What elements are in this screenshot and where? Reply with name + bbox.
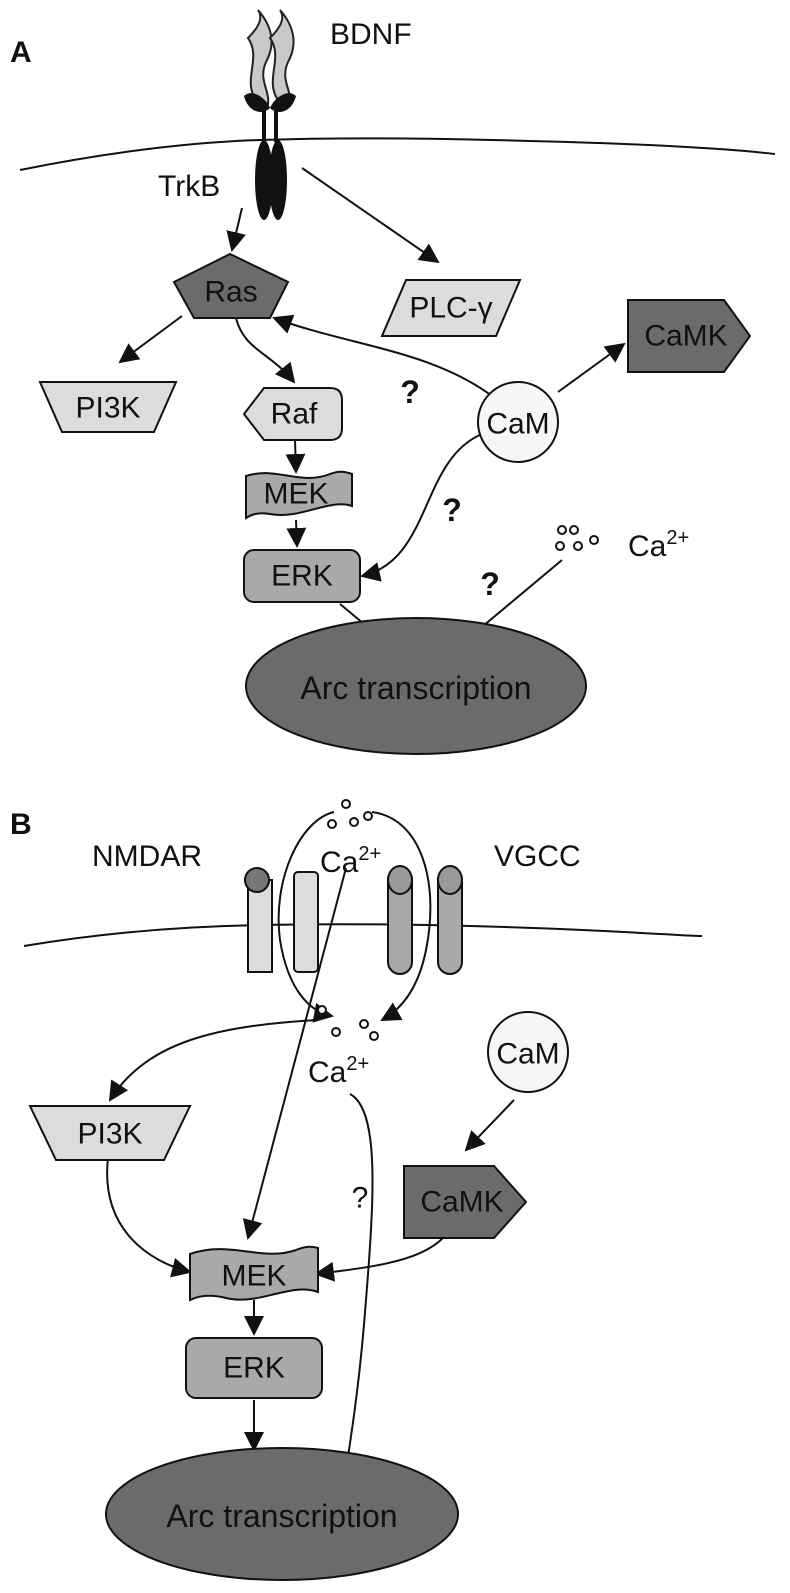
nmdar-channel-icon (244, 867, 319, 973)
calcium-label-outside: Ca2+ (320, 843, 381, 879)
erk-node-a: ERK (243, 549, 361, 603)
panel-a: A BDNF TrkB (10, 9, 776, 755)
arc-transcription-label-b: Arc transcription (166, 1498, 397, 1534)
bdnf-ligand-icon (246, 9, 295, 106)
raf-label: Raf (271, 398, 318, 431)
raf-node: Raf (242, 387, 343, 441)
pi3k-label-a: PI3K (75, 392, 140, 425)
erk-label-a: ERK (271, 560, 333, 593)
question-mark-ca-arc: ? (480, 566, 500, 602)
pi3k-node-b: PI3K (28, 1105, 192, 1161)
cell-membrane-a (19, 137, 776, 171)
calcium-ions-icon-inside (317, 1005, 379, 1041)
calcium-ions-icon-outside (327, 799, 373, 829)
cam-label-b: CaM (496, 1038, 559, 1071)
edge-trkb-plc (301, 167, 440, 264)
mek-label-b: MEK (221, 1260, 286, 1293)
calcium-label-a: Ca2+ (628, 527, 689, 563)
vgcc-channel-icon (387, 865, 463, 975)
trkb-receptor-icon (244, 93, 296, 220)
question-mark-cam-ras: ? (400, 374, 420, 410)
calcium-label-inside: Ca2+ (308, 1053, 369, 1089)
edge-cam-camk (464, 1099, 515, 1152)
pi3k-node-a: PI3K (38, 381, 178, 433)
edge-ca-arc (338, 1093, 374, 1472)
edge-ras-raf (235, 317, 296, 384)
erk-node-b: ERK (185, 1337, 323, 1399)
panel-a-letter: A (10, 36, 32, 69)
edge-vgcc-influx (371, 811, 432, 1021)
mek-node-b: MEK (189, 1245, 319, 1302)
trkb-label: TrkB (158, 170, 220, 203)
erk-label-b: ERK (223, 1352, 285, 1385)
edge-ca-pi3k (108, 1019, 317, 1102)
vgcc-label: VGCC (494, 840, 581, 873)
question-mark-ca-arc-b: ? (352, 1182, 369, 1215)
mek-label-a: MEK (263, 478, 328, 511)
mek-node-a: MEK (245, 470, 353, 520)
calcium-ions-icon-a (555, 525, 599, 551)
edge-mek-erk (286, 519, 307, 548)
cam-label-a: CaM (486, 408, 549, 441)
arc-transcription-label-a: Arc transcription (300, 670, 531, 706)
edge-cam-ras (272, 314, 493, 397)
ras-node: Ras (172, 252, 290, 319)
camk-node-b: CaMK (403, 1165, 528, 1239)
arc-transcription-node-b: Arc transcription (105, 1447, 459, 1581)
plc-gamma-label: PLC-γ (409, 292, 492, 325)
bdnf-label: BDNF (330, 18, 412, 51)
arc-transcription-node-a: Arc transcription (245, 617, 587, 755)
camk-label-a: CaMK (644, 320, 727, 353)
ras-label: Ras (204, 276, 257, 309)
pi3k-label-b: PI3K (77, 1118, 142, 1151)
camk-label-b: CaMK (420, 1186, 503, 1219)
cam-node-a: CaM (477, 381, 559, 463)
question-mark-cam-erk: ? (442, 492, 462, 528)
cell-membrane-b (23, 923, 703, 947)
panel-b: B NMDAR VGCC Ca2+ (10, 799, 703, 1581)
edge-pi3k-mek (106, 1157, 192, 1278)
edge-cam-camk (557, 342, 626, 393)
edge-trkb-ras (226, 207, 246, 252)
panel-b-letter: B (10, 808, 32, 841)
edge-ca-mek (242, 867, 347, 1240)
edge-cam-erk (360, 433, 483, 582)
edge-ras-pi3k (118, 315, 183, 364)
edge-raf-mek (285, 439, 306, 474)
camk-node-a: CaMK (627, 299, 752, 373)
cam-node-b: CaM (487, 1011, 569, 1093)
nmdar-label: NMDAR (92, 840, 202, 873)
plc-gamma-node: PLC-γ (380, 279, 522, 337)
